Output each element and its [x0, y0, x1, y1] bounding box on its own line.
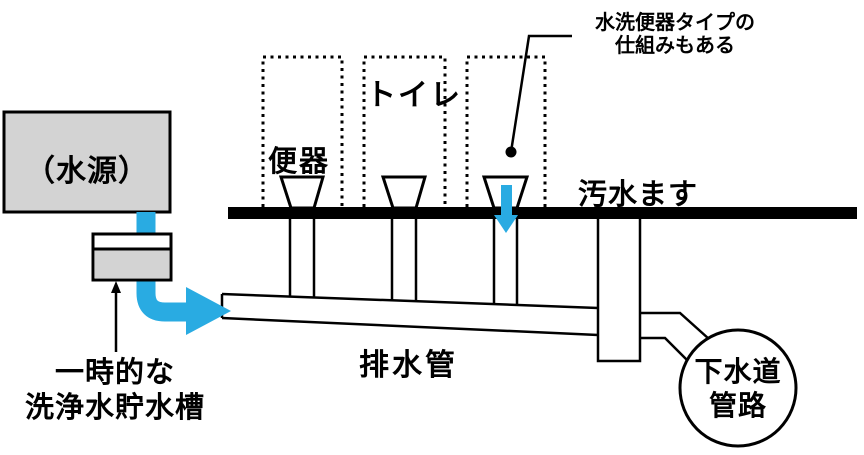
drop-pipe-3 — [492, 219, 519, 305]
toilet-bowl-label: 便器 — [268, 144, 331, 178]
water-source-box — [2, 110, 172, 214]
tank-pointer-arrow — [111, 281, 121, 352]
flush-note-label: 水洗便器タイプの 仕組みもある — [575, 11, 775, 57]
flush-note-line1: 水洗便器タイプの — [595, 10, 755, 34]
flow-pipe — [136, 212, 187, 322]
toilet-funnels — [278, 175, 530, 210]
sewer-label: 下水道 管路 — [678, 355, 798, 423]
toilet-label: トイレ — [366, 78, 462, 113]
sewage-basin-label: 汚水ます — [578, 177, 699, 211]
water-flow-arrow — [136, 212, 231, 335]
flow-arrowhead — [186, 287, 231, 335]
sewer-connector-pipe — [640, 311, 710, 364]
drain-pipe-label: 排水管 — [359, 348, 458, 383]
sewage-basin-shaft — [596, 219, 642, 363]
funnel-1 — [278, 175, 325, 210]
drop-pipe-2 — [390, 219, 418, 301]
stall-outline-2 — [362, 55, 447, 207]
storage-tank — [91, 232, 173, 282]
stall-outline-3 — [465, 55, 547, 207]
sewer-label-line2: 管路 — [708, 389, 767, 422]
water-source-label: （水源） — [25, 154, 149, 189]
toilet-drop-pipes — [288, 219, 519, 305]
flush-note-line2: 仕組みもある — [615, 33, 735, 57]
toilet-stall-outlines — [261, 55, 547, 207]
floor-line — [228, 207, 857, 219]
tank-note-line2: 洗浄水貯水槽 — [24, 390, 205, 424]
stall-outline-1 — [261, 55, 344, 207]
note-leader-line — [505, 34, 572, 158]
sewer-label-line1: 下水道 — [694, 355, 782, 388]
drop-pipe-1 — [288, 219, 316, 298]
flush-arrow — [494, 185, 518, 233]
funnel-2 — [380, 175, 427, 210]
sewer-circle — [678, 328, 798, 448]
drain-pipe — [220, 292, 599, 337]
tank-note-line1: 一時的な — [54, 355, 175, 389]
tank-note-label: 一時的な 洗浄水貯水槽 — [4, 355, 226, 425]
